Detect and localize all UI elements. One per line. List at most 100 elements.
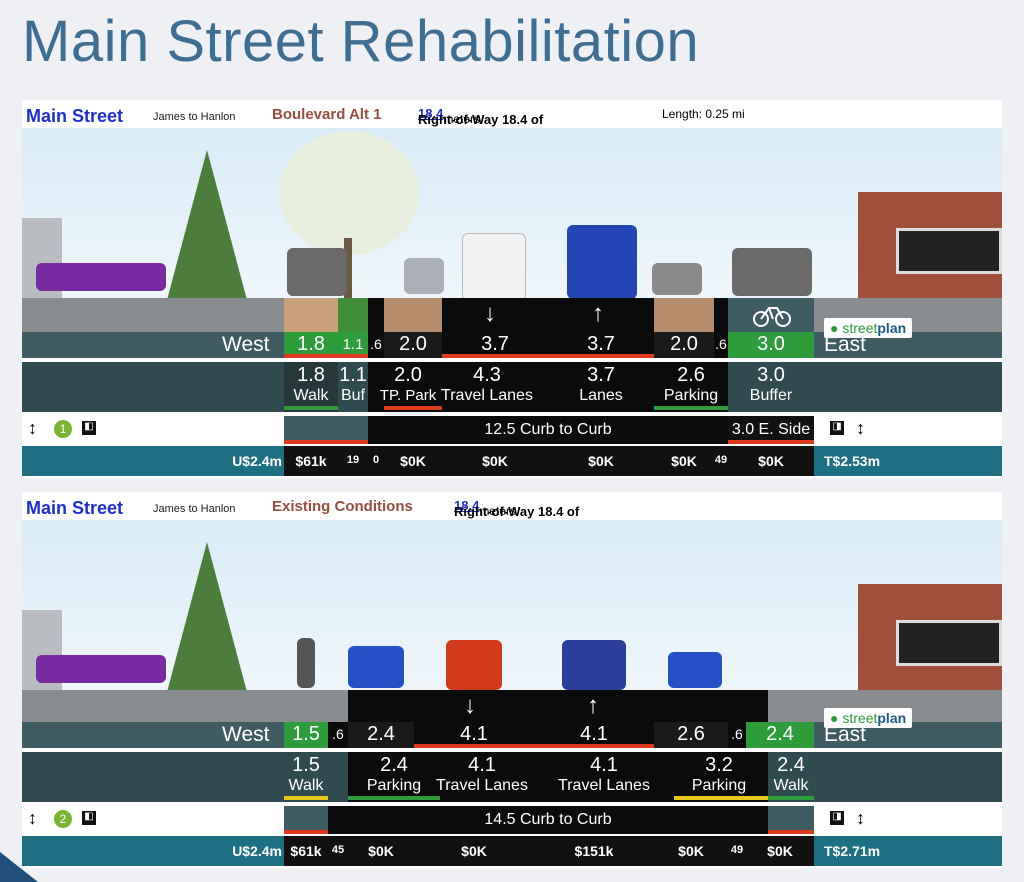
street-name: Main Street — [26, 498, 124, 518]
east-label: East — [824, 333, 867, 356]
top-width-walk-east: 2.4 — [766, 723, 794, 745]
cost-parking: $0K — [368, 843, 394, 859]
updown-arrows-icon[interactable]: ↕ — [28, 808, 37, 828]
left-controls: ↕ 2 ◧ — [24, 806, 104, 834]
flip-icon[interactable]: ◨ — [830, 421, 844, 435]
updown-arrows-icon[interactable]: ↕ — [856, 808, 865, 828]
segment-label: James to Hanlon — [153, 503, 236, 515]
cost-gutter: 45 — [331, 844, 345, 856]
updown-arrows-icon[interactable]: ↕ — [28, 418, 37, 438]
top-width-walk: 1.8 — [297, 333, 325, 355]
east-label: East — [824, 723, 867, 746]
right-of-way-label: Right-of-Way 18.4 of 18.4 meters — [454, 498, 580, 519]
top-width-parking: 2.4 — [367, 723, 395, 745]
cost-lane-1: $0K — [482, 453, 508, 469]
right-of-way-link[interactable]: 18.4 — [454, 498, 480, 513]
brick-building — [858, 192, 1002, 298]
bike-icon — [753, 307, 791, 327]
cost-gutter-east: 49 — [730, 844, 744, 856]
street-name: Main Street — [26, 106, 124, 126]
buffer-surface — [338, 298, 368, 332]
page-title: Main Street Rehabilitation — [22, 9, 700, 74]
streetscape-illustration — [22, 128, 1002, 298]
down-arrow-icon: ↓ — [484, 300, 496, 327]
purple-truck — [36, 655, 166, 683]
updown-arrows-icon[interactable]: ↕ — [856, 418, 865, 438]
flip-icon[interactable]: ◧ — [82, 811, 96, 825]
top-width-walk: 1.5 — [292, 723, 320, 745]
streetscape-illustration — [22, 520, 1002, 690]
right-of-way-link[interactable]: 18.4 — [418, 106, 444, 121]
curb-to-curb-bar: 12.5 Curb to Curb — [368, 416, 728, 444]
flip-icon[interactable]: ◧ — [82, 421, 96, 435]
travel-lane-surface — [442, 298, 654, 332]
cost-walk: $61k — [295, 453, 327, 469]
flip-icon[interactable]: ◨ — [830, 811, 844, 825]
blue-car-2 — [668, 652, 722, 688]
slide-corner-accent — [0, 852, 38, 882]
road-surface — [348, 690, 768, 724]
step-badge-icon[interactable]: 1 — [54, 420, 72, 438]
cost-parking: $0K — [400, 453, 426, 469]
step-badge-icon[interactable]: 2 — [54, 810, 72, 828]
pedestrian — [297, 638, 315, 688]
brick-building — [858, 584, 1002, 690]
top-width-lane-2: 3.7 — [587, 333, 615, 355]
top-width-parking-east: 2.0 — [670, 333, 698, 355]
streetplan-logo[interactable]: ● streetplan — [824, 708, 913, 728]
up-arrow-icon: ↑ — [592, 300, 604, 327]
cost-buffer: 19 — [346, 454, 360, 466]
gutter-surface-east — [714, 298, 728, 332]
red-jeep — [446, 640, 502, 690]
top-width-gutter-east: .6 — [715, 336, 727, 352]
blue-car — [348, 646, 404, 688]
cost-walk: $61k — [290, 843, 322, 859]
width-bar: West 1.8 1.1 .6 2.0 3.7 3.7 2.0 .6 3.0 E… — [22, 318, 1002, 358]
street-section-panel-2: Main Street James to Hanlon Existing Con… — [22, 492, 1002, 868]
pedestrians — [287, 248, 347, 296]
alternative-name: Boulevard Alt 1 — [272, 106, 382, 123]
cost-row: U$2.4m $61k 19 0 $0K $0K $0K $0K 49 $0K … — [22, 446, 1002, 476]
parked-car-2 — [652, 263, 702, 295]
pine-tree — [167, 542, 247, 690]
panel-header: Main Street James to Hanlon Existing Con… — [22, 492, 1002, 520]
cost-parking-east: $0K — [678, 843, 704, 859]
length-label: Length: 0.25 mi — [662, 107, 745, 121]
top-width-buffer-east: 3.0 — [757, 333, 785, 355]
pedestrians-2 — [732, 248, 812, 296]
right-of-way-label: Right-of-Way 18.4 of 18.4 meters — [418, 106, 544, 127]
cost-parking-east: $0K — [671, 453, 697, 469]
streetplan-logo[interactable]: ● streetplan — [824, 318, 913, 338]
gutter-surface — [368, 298, 384, 332]
alternative-name: Existing Conditions — [272, 498, 413, 515]
bus — [567, 225, 637, 298]
top-width-lane-1: 3.7 — [481, 333, 509, 355]
cost-gutter-east: 49 — [714, 454, 728, 466]
parking-surface — [384, 298, 442, 332]
right-controls: ◨ ↕ — [824, 416, 900, 444]
cost-lane-2: $0K — [588, 453, 614, 469]
pine-tree — [167, 150, 247, 298]
top-width-parking-east: 2.6 — [677, 723, 705, 745]
down-arrow-icon: ↓ — [464, 692, 476, 719]
delivery-truck — [462, 233, 526, 298]
cost-walk-east: $0K — [767, 843, 793, 859]
panel-header: Main Street James to Hanlon Boulevard Al… — [22, 100, 1002, 128]
curb-to-curb-bar: 14.5 Curb to Curb — [328, 806, 768, 834]
cost-lane-2: $151k — [574, 843, 614, 859]
top-width-lane-1: 4.1 — [460, 723, 488, 745]
